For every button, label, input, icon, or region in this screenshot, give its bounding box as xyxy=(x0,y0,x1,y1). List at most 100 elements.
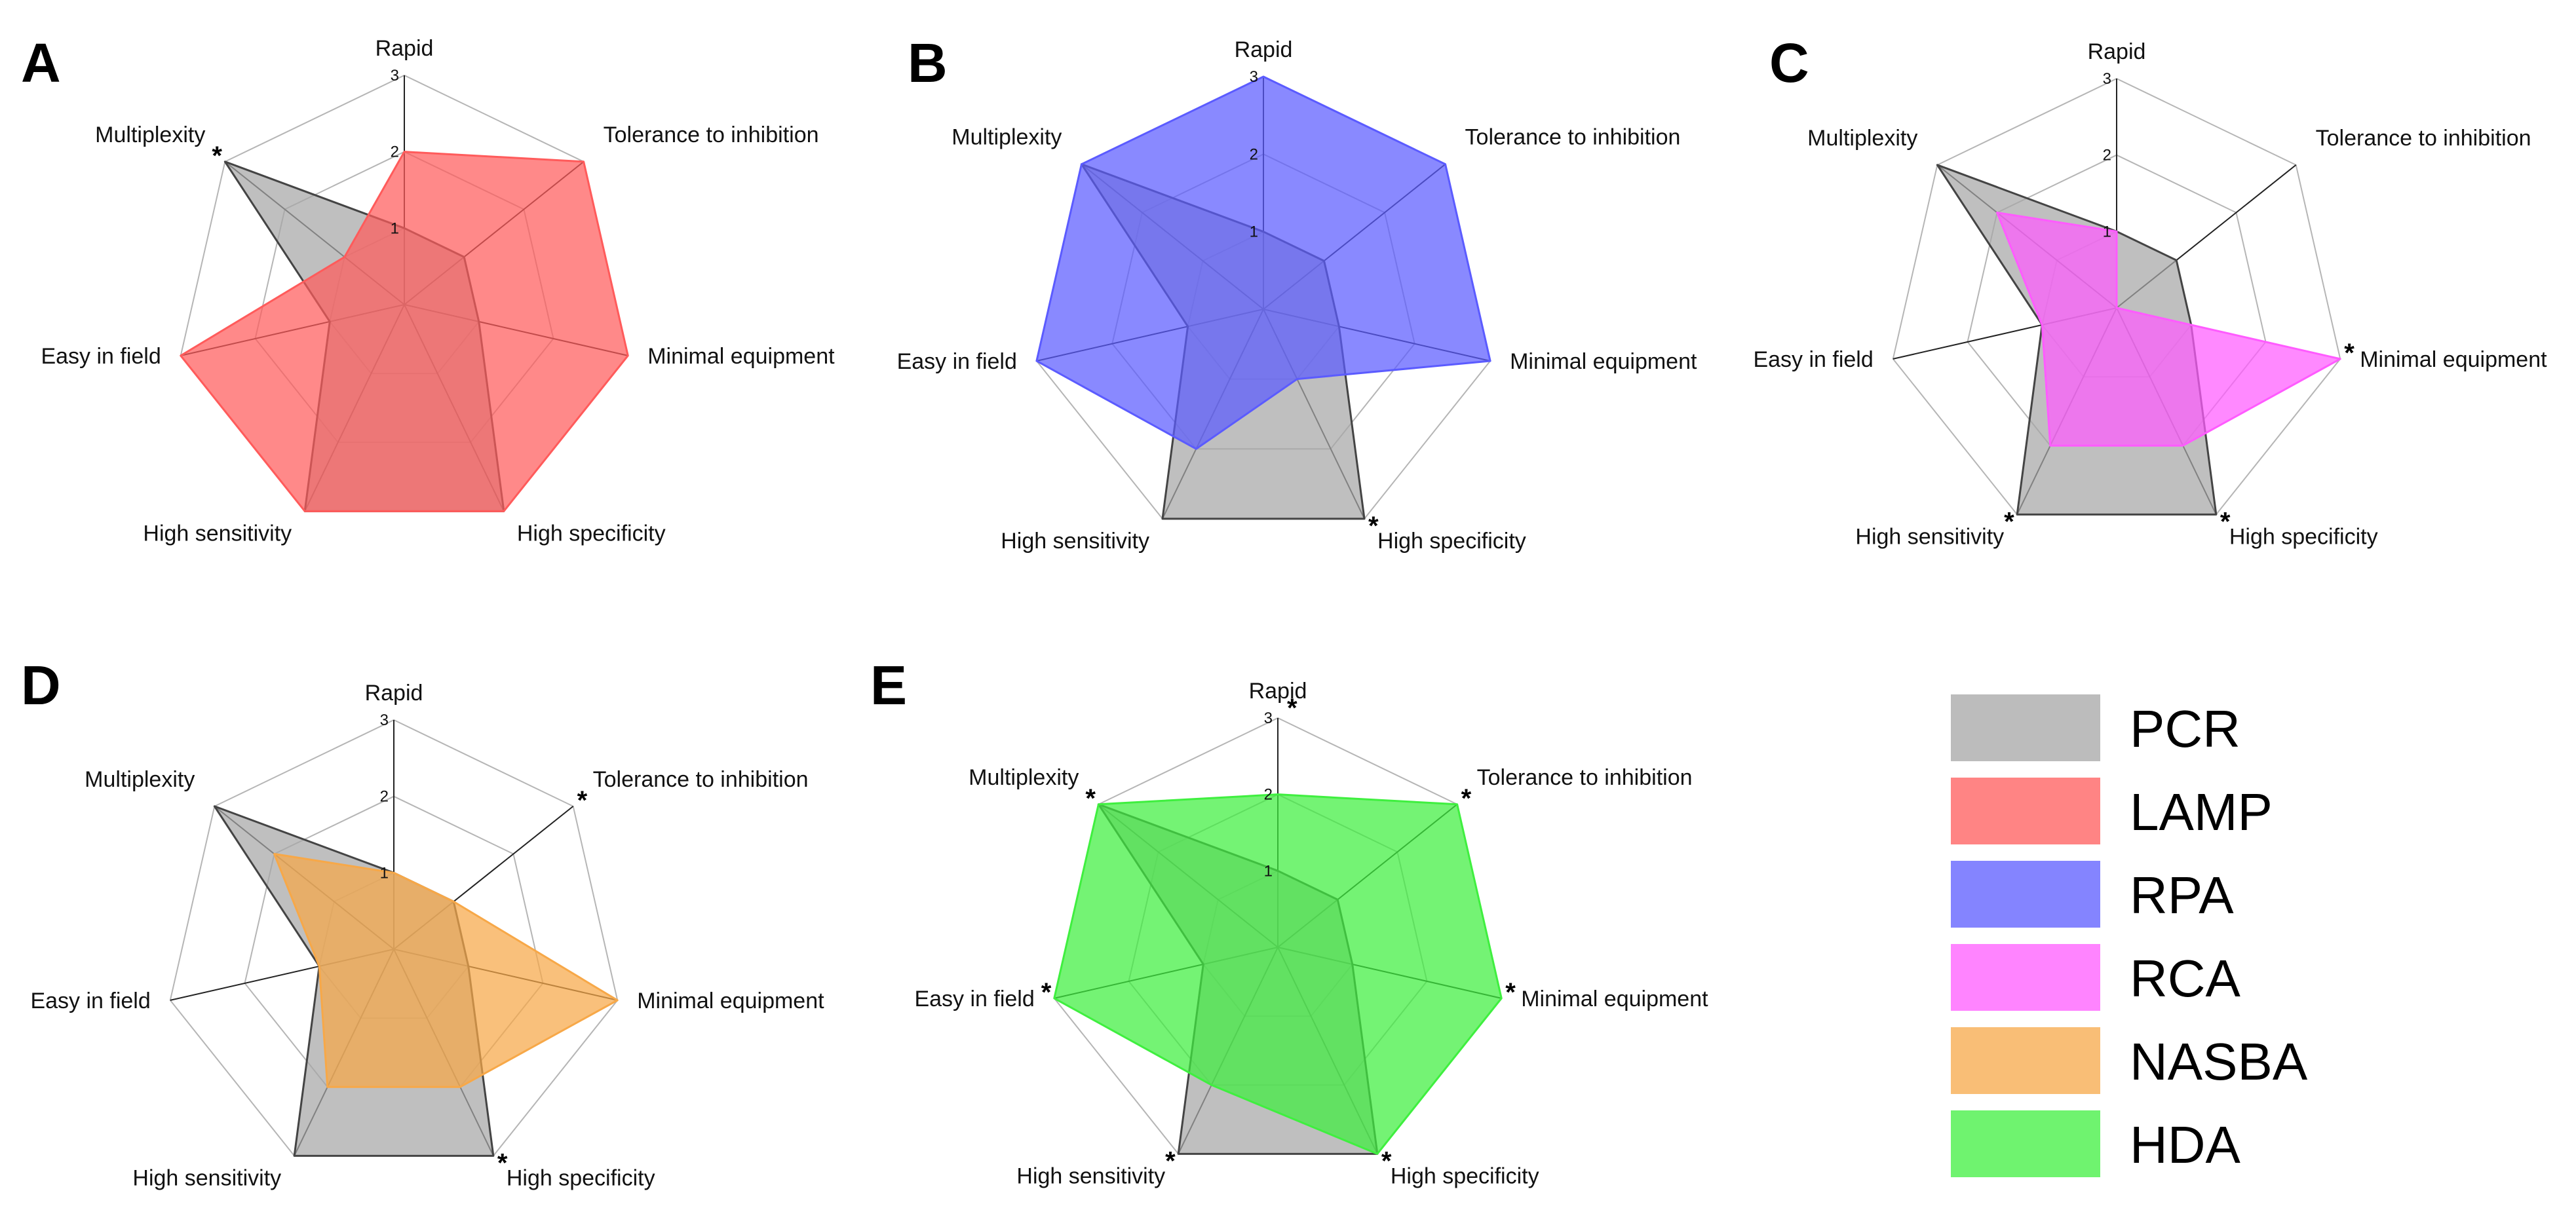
tick-label-3: 3 xyxy=(380,711,389,729)
axis-label-minimal-equipment: Minimal equipment xyxy=(1521,987,1708,1011)
axis-label-easy-in-field: Easy in field xyxy=(897,349,1017,374)
panel-letter: B xyxy=(908,32,948,94)
tick-label-3: 3 xyxy=(391,67,399,85)
star-high-specificity: * xyxy=(1381,1146,1392,1175)
star-multiplexity: * xyxy=(212,142,222,170)
axis-label-rapid: Rapid xyxy=(375,36,434,61)
star-rapid: * xyxy=(1287,694,1298,723)
star-easy-in-field: * xyxy=(1041,978,1052,1007)
tick-label-1: 1 xyxy=(380,864,389,882)
axis-label-rapid: Rapid xyxy=(1235,37,1293,62)
star-multiplexity: * xyxy=(1085,784,1096,813)
tick-label-2: 2 xyxy=(1264,786,1273,804)
legend-swatch-rpa xyxy=(1951,861,2100,928)
star-high-specificity: * xyxy=(497,1148,508,1177)
star-high-sensitivity: * xyxy=(2004,507,2014,536)
axis-label-multiplexity: Multiplexity xyxy=(85,767,195,792)
axis-label-minimal-equipment: Minimal equipment xyxy=(2360,347,2547,372)
axis-label-high-specificity: High specificity xyxy=(1391,1163,1539,1188)
legend-item-nasba: NASBA xyxy=(1951,1027,2308,1094)
tick-label-1: 1 xyxy=(1264,862,1273,880)
tick-label-1: 1 xyxy=(1250,223,1258,241)
axis-label-high-specificity: High specificity xyxy=(507,1165,655,1190)
axis-label-tolerance-to-inhibition: Tolerance to inhibition xyxy=(593,767,809,792)
legend-item-hda: HDA xyxy=(1951,1110,2241,1177)
tick-label-2: 2 xyxy=(1250,145,1258,163)
tick-label-2: 2 xyxy=(2103,147,2111,164)
legend-item-lamp: LAMP xyxy=(1951,778,2273,844)
series-hda xyxy=(1053,793,1503,1155)
axis-label-rapid: Rapid xyxy=(1249,679,1307,704)
axis-label-high-sensitivity: High sensitivity xyxy=(143,521,292,546)
axis-label-multiplexity: Multiplexity xyxy=(1807,126,1917,151)
axis-label-high-sensitivity: High sensitivity xyxy=(1855,524,2004,549)
panel-letter: C xyxy=(1769,32,1809,94)
tick-label-3: 3 xyxy=(1250,68,1258,86)
axis-label-multiplexity: Multiplexity xyxy=(95,123,205,147)
axis-label-tolerance-to-inhibition: Tolerance to inhibition xyxy=(1477,765,1693,790)
legend-swatch-pcr xyxy=(1951,694,2100,761)
series-rpa xyxy=(1035,75,1491,450)
star-tolerance-to-inhibition: * xyxy=(577,786,588,815)
star-high-specificity: * xyxy=(1368,512,1379,540)
axis-label-easy-in-field: Easy in field xyxy=(914,987,1034,1011)
axis-label-high-sensitivity: High sensitivity xyxy=(1001,529,1149,554)
tick-label-2: 2 xyxy=(391,143,399,161)
legend-item-pcr: PCR xyxy=(1951,694,2240,761)
axis-label-rapid: Rapid xyxy=(365,681,423,706)
legend: PCR LAMP RPA RCA NASBA HDA xyxy=(1951,694,2308,1177)
legend-swatch-rca xyxy=(1951,944,2100,1011)
axis-label-easy-in-field: Easy in field xyxy=(30,989,150,1013)
legend-label-pcr: PCR xyxy=(2130,700,2240,758)
axis-label-minimal-equipment: Minimal equipment xyxy=(647,344,835,369)
axis-label-high-sensitivity: High sensitivity xyxy=(132,1165,281,1190)
axis-label-tolerance-to-inhibition: Tolerance to inhibition xyxy=(604,123,819,147)
tick-label-2: 2 xyxy=(380,788,389,806)
legend-label-rca: RCA xyxy=(2130,949,2241,1008)
axis-label-high-sensitivity: High sensitivity xyxy=(1016,1163,1165,1188)
series-rca xyxy=(1996,212,2341,447)
axis-label-tolerance-to-inhibition: Tolerance to inhibition xyxy=(1465,125,1681,150)
axis-label-tolerance-to-inhibition: Tolerance to inhibition xyxy=(2316,126,2531,151)
panel-letter: A xyxy=(21,32,61,94)
axis-label-high-specificity: High specificity xyxy=(2229,524,2378,549)
legend-label-nasba: NASBA xyxy=(2130,1032,2308,1091)
axis-label-easy-in-field: Easy in field xyxy=(41,344,161,369)
series-nasba xyxy=(273,853,619,1088)
legend-swatch-hda xyxy=(1951,1110,2100,1177)
star-minimal-equipment: * xyxy=(1505,978,1516,1007)
panel-letter: D xyxy=(21,654,61,716)
tick-label-3: 3 xyxy=(2103,70,2111,88)
legend-label-hda: HDA xyxy=(2130,1116,2241,1174)
star-minimal-equipment: * xyxy=(2344,339,2355,368)
axis-label-high-specificity: High specificity xyxy=(1377,529,1526,554)
legend-label-rpa: RPA xyxy=(2130,866,2234,924)
tick-label-1: 1 xyxy=(391,219,399,237)
tick-label-3: 3 xyxy=(1264,709,1273,727)
axis-label-minimal-equipment: Minimal equipment xyxy=(637,989,824,1013)
axis-label-high-specificity: High specificity xyxy=(517,521,666,546)
legend-label-lamp: LAMP xyxy=(2130,783,2273,841)
star-high-specificity: * xyxy=(2220,507,2231,536)
legend-swatch-nasba xyxy=(1951,1027,2100,1094)
legend-item-rca: RCA xyxy=(1951,944,2241,1011)
star-tolerance-to-inhibition: * xyxy=(1461,784,1472,813)
legend-swatch-lamp xyxy=(1951,778,2100,844)
axis-label-easy-in-field: Easy in field xyxy=(1753,347,1873,372)
tick-label-1: 1 xyxy=(2103,223,2111,240)
legend-item-rpa: RPA xyxy=(1951,861,2234,928)
axis-label-multiplexity: Multiplexity xyxy=(969,765,1079,790)
axis-label-multiplexity: Multiplexity xyxy=(952,125,1062,150)
series-lamp xyxy=(180,151,629,512)
star-high-sensitivity: * xyxy=(1165,1146,1176,1175)
axis-label-rapid: Rapid xyxy=(2088,39,2146,64)
panel-letter: E xyxy=(870,654,907,716)
axis-label-minimal-equipment: Minimal equipment xyxy=(1510,349,1697,374)
